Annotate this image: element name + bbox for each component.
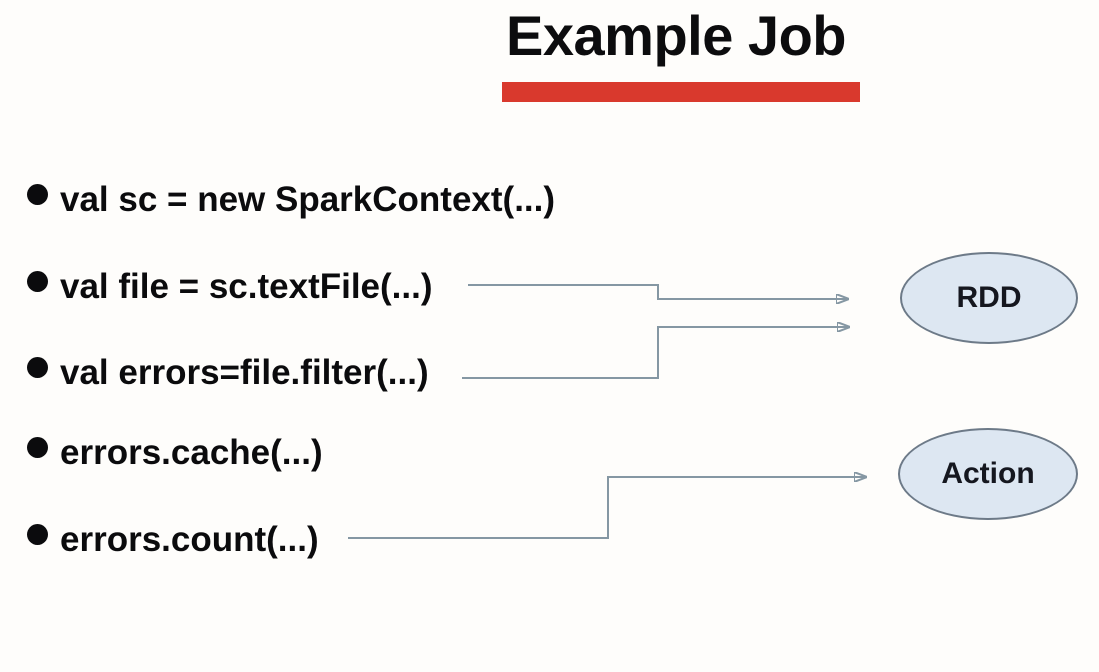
node-action: Action <box>898 428 1078 520</box>
node-rdd: RDD <box>900 252 1078 344</box>
bullet-item-filter: val errors=file.filter(...) <box>27 353 429 393</box>
bullet-text: val sc = new SparkContext(...) <box>60 180 556 219</box>
bullet-text: val file = sc.textFile(...) <box>60 267 433 306</box>
bullet-item-text-file: val file = sc.textFile(...) <box>27 267 433 307</box>
node-label: RDD <box>956 281 1022 314</box>
bullet-text: val errors=file.filter(...) <box>60 353 429 392</box>
bullet-dot-icon <box>27 524 48 545</box>
bullet-dot-icon <box>27 184 48 205</box>
bullet-text: errors.count(...) <box>60 520 319 559</box>
arrow-filter-to-rdd <box>462 327 849 379</box>
bullet-item-count: errors.count(...) <box>27 520 319 560</box>
bullet-dot-icon <box>27 271 48 292</box>
bullet-dot-icon <box>27 357 48 378</box>
bullet-dot-icon <box>27 437 48 458</box>
bullet-item-cache: errors.cache(...) <box>27 433 323 473</box>
node-label: Action <box>941 457 1035 490</box>
page-title: Example Job <box>506 4 846 67</box>
title-underline-bar <box>502 82 860 102</box>
bullet-text: errors.cache(...) <box>60 433 323 472</box>
arrow-count-to-action <box>348 477 866 539</box>
arrow-textfile-to-rdd <box>468 284 848 299</box>
bullet-item-spark-context: val sc = new SparkContext(...) <box>27 180 555 220</box>
